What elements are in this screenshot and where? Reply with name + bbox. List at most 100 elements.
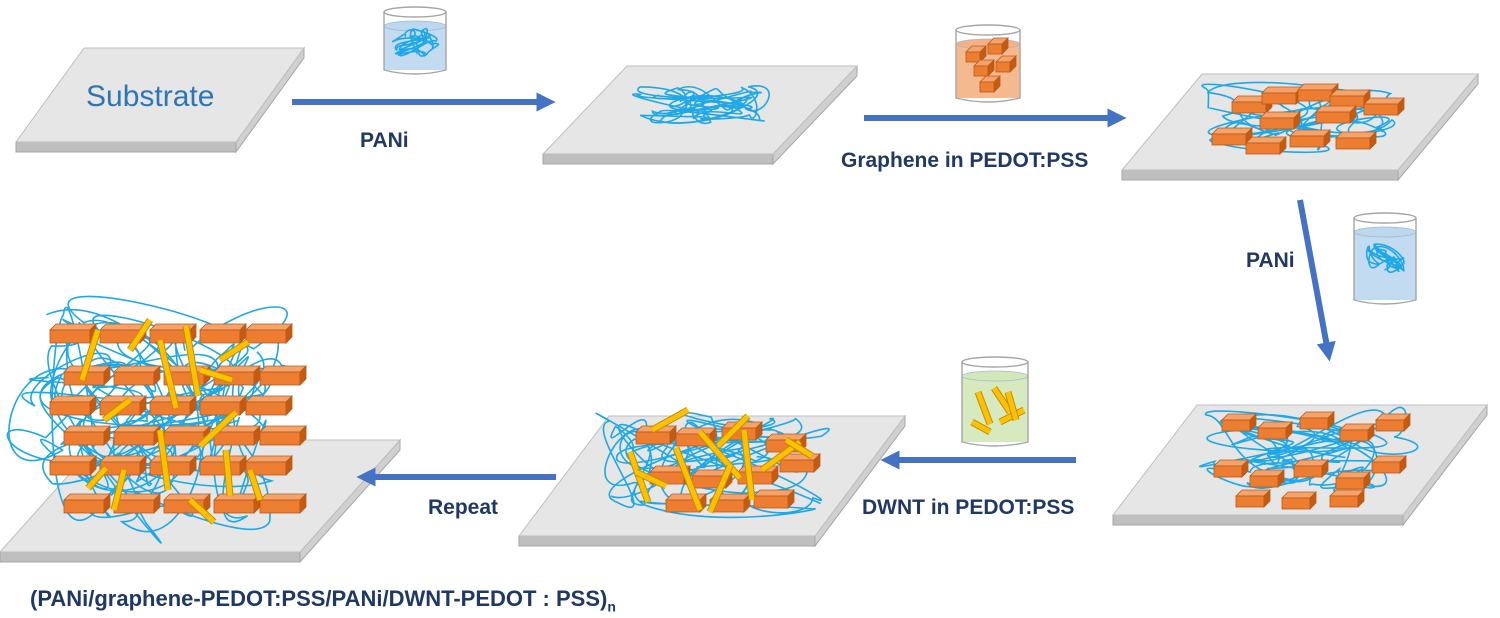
beaker-solution xyxy=(1354,232,1416,300)
sheet-front xyxy=(213,431,255,446)
sheet-front xyxy=(1259,117,1295,130)
sheet-front xyxy=(995,61,1011,73)
sheet-front xyxy=(1235,495,1265,508)
sheet-side xyxy=(153,493,161,514)
sheet-front xyxy=(259,499,301,514)
plate-front-edge xyxy=(0,551,301,563)
sheet-top xyxy=(1289,129,1331,137)
graphene-sheet xyxy=(245,395,293,416)
graphene-sheet xyxy=(1289,129,1331,148)
nanotube xyxy=(247,469,263,501)
beaker-dwnt xyxy=(961,356,1029,447)
sheet-side xyxy=(285,323,293,344)
graphene-sheet xyxy=(113,365,161,386)
nanotube xyxy=(741,429,755,501)
sheet-front xyxy=(63,431,105,446)
sheet-side xyxy=(139,395,147,416)
plate-front-edge xyxy=(1121,169,1399,181)
sheet-side xyxy=(89,455,97,476)
nanotube xyxy=(223,449,233,497)
sheet-top xyxy=(199,395,247,403)
sheet-top xyxy=(245,323,293,331)
sheet-front xyxy=(1329,495,1359,508)
sheet-side xyxy=(1309,491,1317,510)
sheet-side xyxy=(285,395,293,416)
graphene-sheet xyxy=(635,425,677,445)
sheet-front xyxy=(113,371,155,386)
nanotube xyxy=(102,398,132,422)
sheet-front xyxy=(49,461,91,476)
nanotube xyxy=(991,386,1013,414)
graphene-sheet xyxy=(1261,86,1303,105)
graphene-sheet xyxy=(259,425,307,446)
multilayer-formula: (PANi/graphene-PEDOT:PSS/PANi/DWNT-PEDOT… xyxy=(30,588,616,614)
graphene-sheet xyxy=(1213,459,1249,478)
graphene-sheet xyxy=(1221,413,1257,432)
graphene-sheet xyxy=(737,465,779,485)
sheet-front xyxy=(199,461,241,476)
graphene-sheet xyxy=(995,55,1017,73)
nanotube xyxy=(218,339,250,363)
graphene-sheet xyxy=(199,395,247,416)
graphene-sheet xyxy=(213,493,261,514)
sheet-side xyxy=(1285,421,1293,440)
graphene-sheet xyxy=(259,365,307,386)
nanotube xyxy=(970,419,992,435)
graphene-sheet xyxy=(1293,459,1329,478)
sheet-front xyxy=(259,431,301,446)
graphene-sheet xyxy=(199,455,247,476)
sheet-side xyxy=(299,365,307,386)
sheet-front xyxy=(1293,465,1323,478)
nanotube xyxy=(127,318,153,352)
sheet-top xyxy=(1329,89,1371,97)
beaker-glass xyxy=(955,30,1021,103)
graphene-sheet xyxy=(1363,97,1405,116)
sheet-top xyxy=(1261,86,1303,94)
sheet-front xyxy=(199,329,241,344)
sheet-side xyxy=(189,395,197,416)
sheet-front xyxy=(49,401,91,416)
polymer-coil xyxy=(391,27,440,57)
nanotube xyxy=(698,430,742,480)
graphene-sheet xyxy=(49,395,97,416)
sheet-top xyxy=(199,455,247,463)
sheet-front xyxy=(245,329,287,344)
nanotube xyxy=(716,414,750,448)
graphene-sheet xyxy=(965,45,987,63)
sheet-front xyxy=(213,499,255,514)
step-label-repeat: Repeat xyxy=(428,496,499,519)
beaker-rim xyxy=(1353,212,1417,224)
sheet-top xyxy=(49,395,97,403)
polymer-coil xyxy=(639,87,765,124)
solution-beakers xyxy=(383,6,1417,447)
beaker-rim xyxy=(955,24,1021,36)
sheet-top xyxy=(665,493,707,501)
graphene-sheet xyxy=(1281,491,1317,510)
sheet-top xyxy=(753,489,795,497)
nanotube xyxy=(157,429,171,491)
plate-front-edge xyxy=(1112,514,1404,526)
sheet-front xyxy=(259,371,301,386)
sheet-side xyxy=(1349,105,1357,124)
sheet-side xyxy=(755,421,763,441)
plate-contents xyxy=(6,81,1419,544)
plate-front-edge xyxy=(518,535,816,547)
graphene-sheet xyxy=(1235,489,1271,508)
sheet-side xyxy=(813,453,821,473)
sheet-top xyxy=(1211,127,1253,135)
sheet-side xyxy=(771,465,779,485)
sheet-side xyxy=(1321,459,1329,478)
graphene-sheet xyxy=(99,323,147,344)
sheet-top xyxy=(1363,97,1405,105)
sheet-front xyxy=(737,471,773,485)
sheet-side xyxy=(987,59,995,77)
sheet-front xyxy=(1315,111,1351,124)
sheet-side xyxy=(993,75,1001,93)
sheet-side xyxy=(103,425,111,446)
graphene-sheet xyxy=(1315,105,1357,124)
sheet-side xyxy=(1357,489,1365,508)
sheet-front xyxy=(1329,95,1365,108)
nanotube xyxy=(650,407,690,433)
sheet-front xyxy=(1261,92,1297,105)
